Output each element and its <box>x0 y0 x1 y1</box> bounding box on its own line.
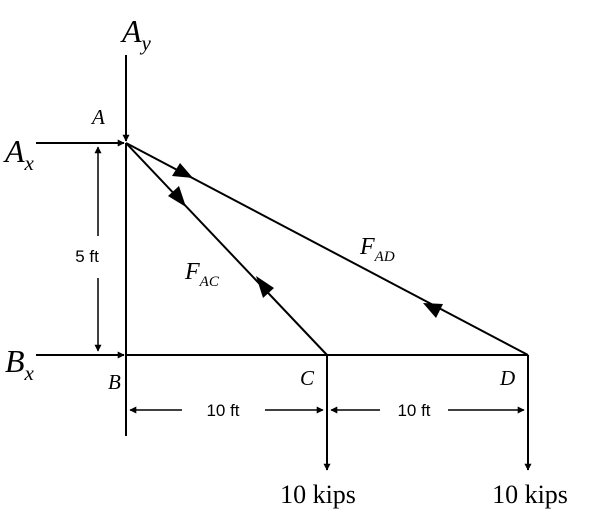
member-ad <box>125 142 529 356</box>
point-label-c: C <box>300 366 315 390</box>
load-label-d: 10 kips <box>492 480 568 509</box>
load-label-c: 10 kips <box>280 480 356 509</box>
fad-direction-arrow-near-a <box>172 163 193 178</box>
member-ac <box>125 142 328 356</box>
point-label-d: D <box>499 366 515 390</box>
bx-label: Bx <box>5 343 35 385</box>
fac-label: FAC <box>184 259 220 290</box>
bc-dimension-label: 10 ft <box>206 401 239 420</box>
fad-direction-arrow-near-d <box>423 303 443 318</box>
point-label-a: A <box>90 105 105 129</box>
height-dimension-label: 5 ft <box>75 247 99 266</box>
fad-label: FAD <box>359 234 395 265</box>
cd-dimension-label: 10 ft <box>397 401 430 420</box>
ay-label: Ay <box>120 13 152 55</box>
point-label-b: B <box>108 370 121 394</box>
fac-direction-arrow-mid <box>256 276 274 298</box>
fac-direction-arrow-near-a <box>168 186 186 207</box>
ax-label: Ax <box>3 133 35 175</box>
